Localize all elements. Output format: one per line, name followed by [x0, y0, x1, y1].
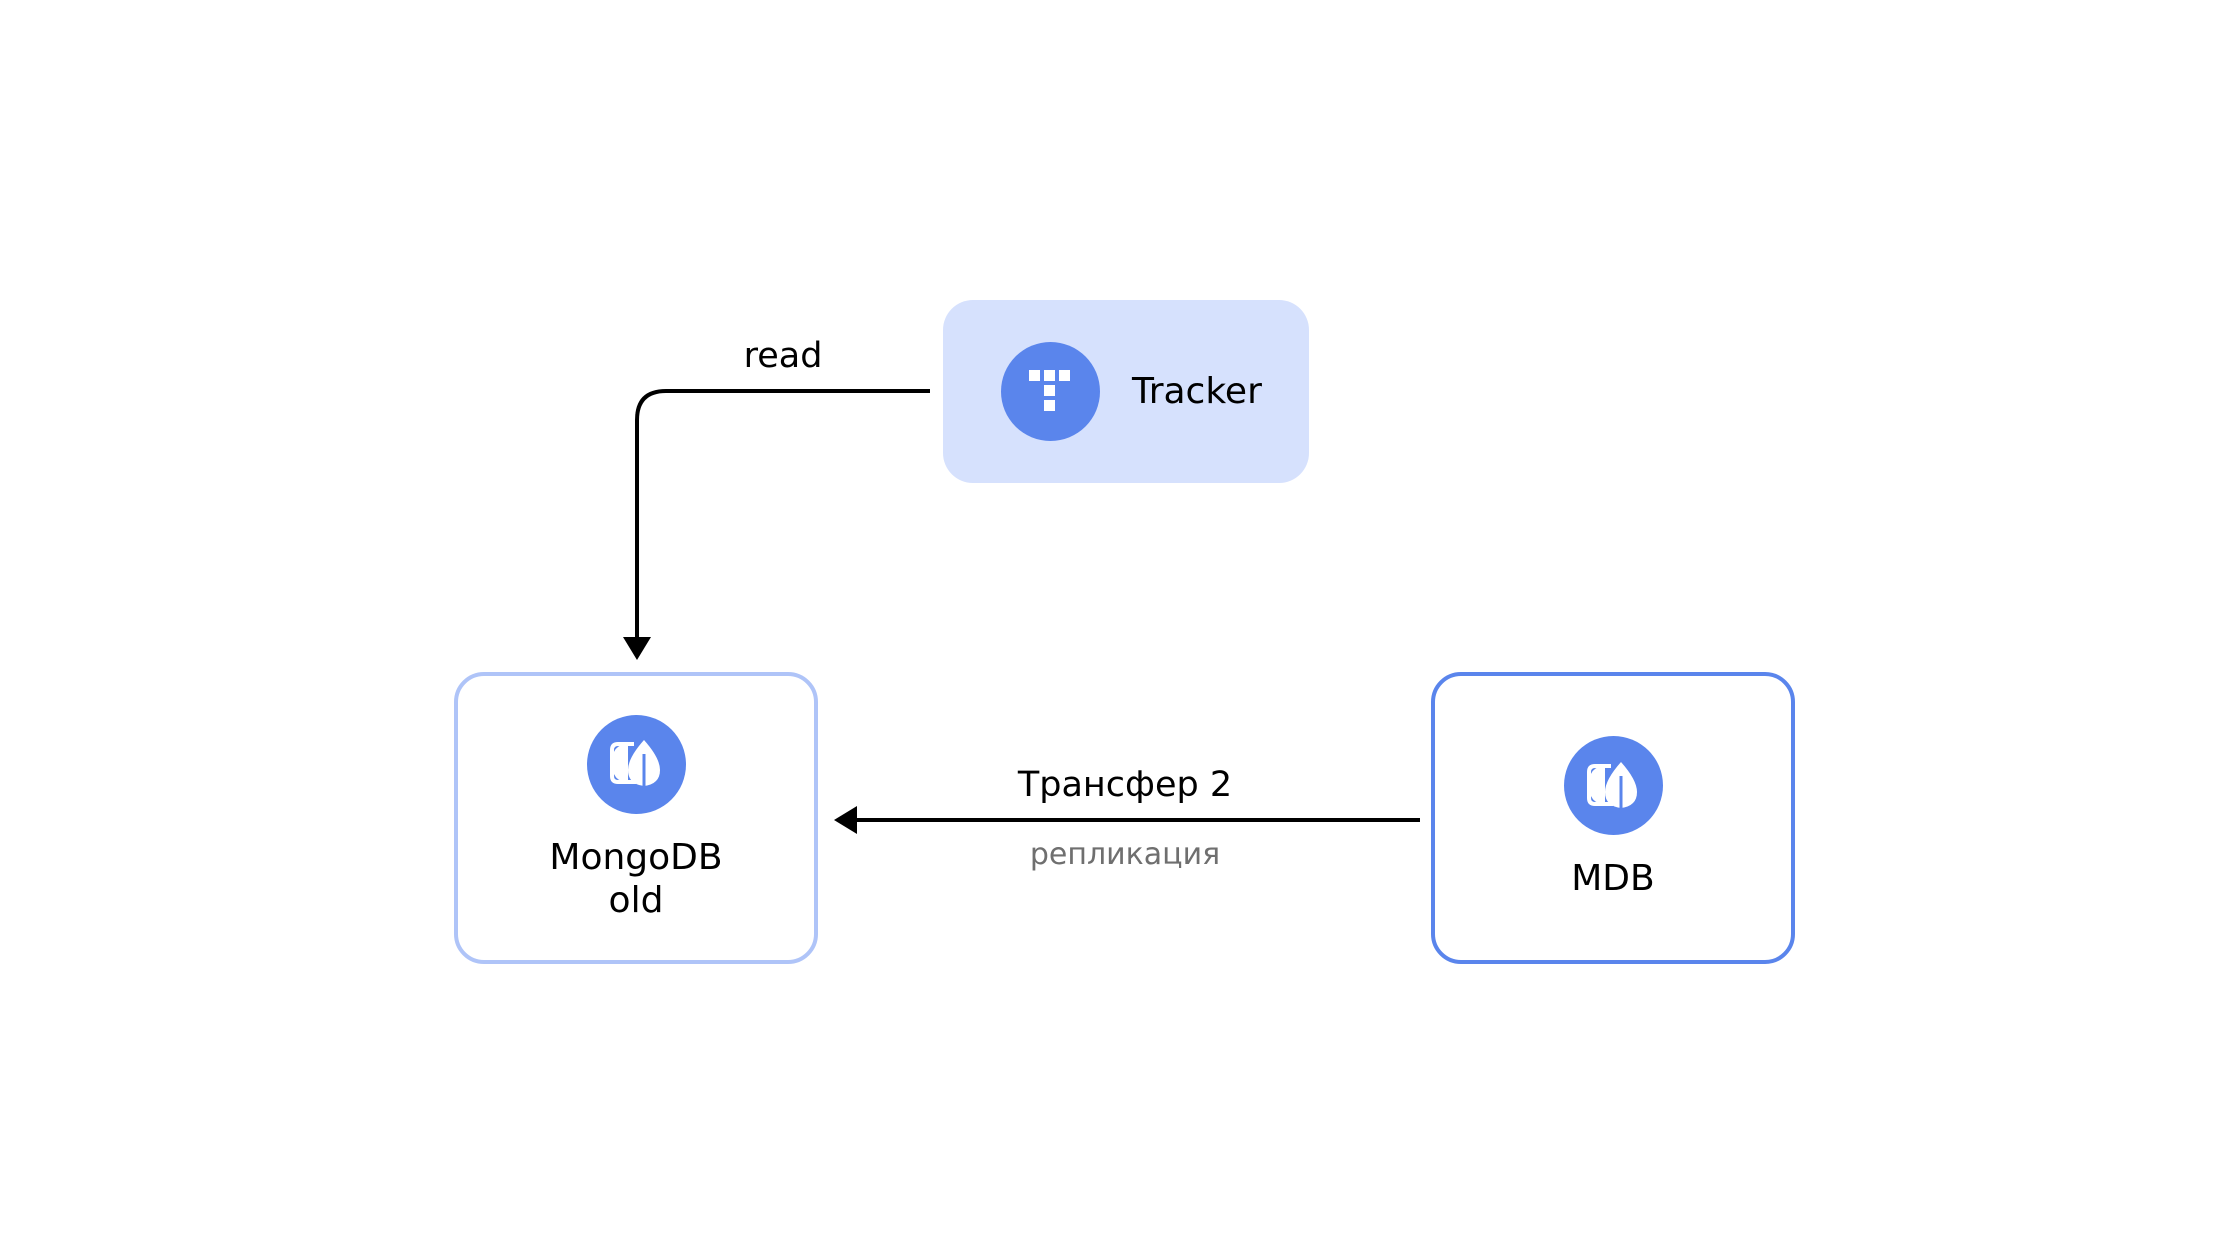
transfer-edge-sublabel: репликация	[1029, 837, 1221, 872]
transfer-edge-label: Трансфер 2	[1017, 765, 1233, 805]
mongodb-old-label: MongoDB old	[549, 836, 723, 921]
read-arrowhead	[623, 637, 651, 660]
tracker-label: Tracker	[1132, 371, 1262, 412]
read-edge	[635, 389, 930, 638]
transfer-arrowhead	[834, 806, 857, 834]
mongodb-icon	[586, 714, 686, 814]
read-edge-label: read	[743, 336, 823, 376]
mongodb-old-node[interactable]: MongoDB old	[454, 672, 818, 964]
tracker-node[interactable]: Tracker	[943, 300, 1309, 483]
mongodb-icon	[1563, 736, 1663, 835]
tracker-icon	[1001, 342, 1100, 441]
mdb-node[interactable]: MDB	[1431, 672, 1795, 964]
mdb-label: MDB	[1571, 858, 1655, 899]
